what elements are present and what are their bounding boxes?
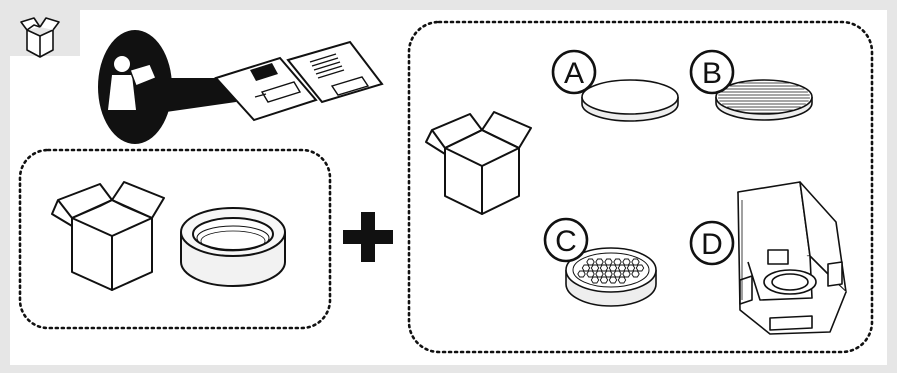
honeycomb-cell <box>631 258 640 266</box>
honeycomb-cell <box>595 270 604 278</box>
label-badge-a <box>551 49 597 95</box>
flat-disc-lens <box>581 79 679 122</box>
honeycomb-cell <box>599 264 609 272</box>
honeycomb-cell <box>635 264 645 272</box>
read-manual-icon <box>98 30 236 144</box>
accessory-box-icon <box>425 111 532 215</box>
honeycomb-cell <box>631 270 640 278</box>
honeycomb-cell <box>613 270 622 278</box>
item-d: D <box>689 181 847 335</box>
honeycomb-cell <box>590 276 600 284</box>
honeycomb-cell <box>586 270 595 278</box>
accessory-package-group <box>407 20 874 354</box>
honeycomb-cell <box>622 270 631 278</box>
open-box-icon <box>51 181 165 291</box>
item-c: C <box>543 217 657 307</box>
item-a: A <box>551 49 679 122</box>
honeycomb-cell <box>590 264 600 272</box>
honeycomb-cell <box>604 258 613 266</box>
package-contents-icon <box>0 0 80 58</box>
item-b: B <box>689 49 813 121</box>
mounting-housing <box>737 181 847 335</box>
honeycomb-cell <box>604 270 613 278</box>
plus-icon <box>343 212 393 262</box>
label-c: C <box>555 225 577 258</box>
honeycomb-cell <box>617 276 627 284</box>
honeycomb-cell <box>613 258 622 266</box>
honeycomb-cell <box>626 264 636 272</box>
honeycomb-cell <box>608 264 618 272</box>
honeycomb-cell <box>577 270 586 278</box>
honeycomb-louver <box>565 247 657 307</box>
ribbed-disc-lens <box>715 79 813 121</box>
honeycomb-cell <box>586 258 595 266</box>
honeycomb-cell <box>599 276 609 284</box>
base-package-group <box>18 148 332 330</box>
honeycomb-cell <box>622 258 631 266</box>
honeycomb-cell <box>608 276 618 284</box>
label-b: B <box>702 57 722 90</box>
label-a: A <box>564 57 584 90</box>
label-badge-c <box>543 217 589 263</box>
manual-pages <box>214 40 384 122</box>
mounting-ring <box>180 207 286 287</box>
honeycomb-cell <box>595 258 604 266</box>
honeycomb-cell <box>581 264 591 272</box>
label-badge-d <box>689 220 735 266</box>
honeycomb-cell <box>617 264 627 272</box>
label-d: D <box>701 228 723 261</box>
label-badge-b <box>689 49 735 95</box>
